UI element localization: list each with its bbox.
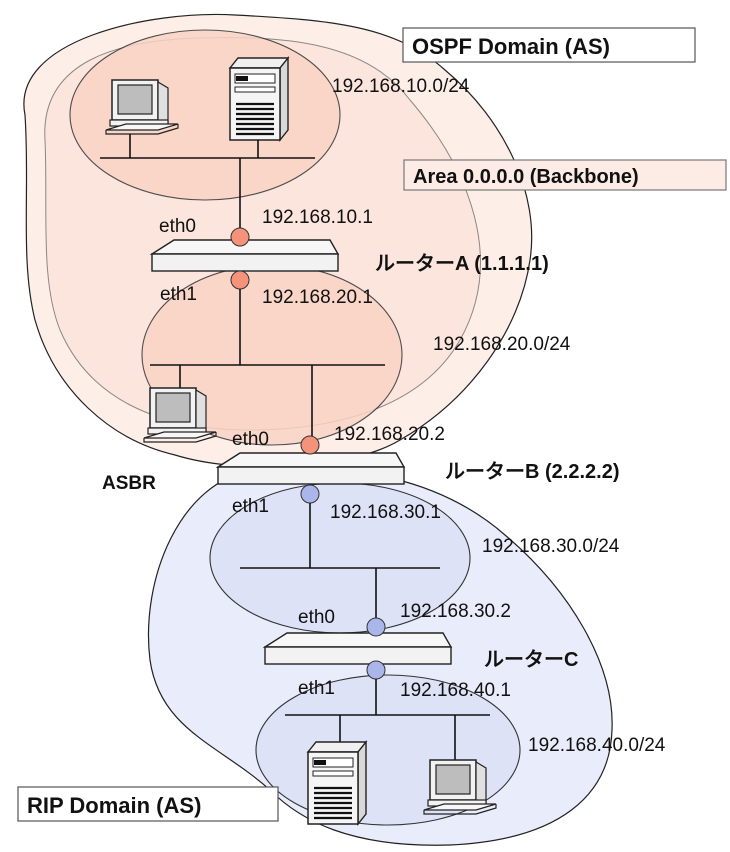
router-a-eth0-ip: 192.168.10.1	[262, 207, 373, 228]
ospf-domain-box	[402, 27, 696, 63]
router-c-eth0-port	[366, 617, 386, 637]
area-backbone-box	[403, 159, 727, 191]
router-a-eth1-label: eth1	[160, 284, 197, 305]
router-b-name: ルーターB (2.2.2.2)	[445, 460, 619, 483]
subnet-192-168-10	[69, 29, 341, 201]
router-c-eth0-label: eth0	[298, 607, 335, 628]
ospf-domain-label: OSPF Domain (AS)	[412, 34, 610, 59]
area-backbone-label: Area 0.0.0.0 (Backbone)	[413, 166, 639, 188]
router-a-eth1-ip: 192.168.20.1	[262, 287, 373, 308]
server-net40	[306, 740, 368, 826]
pc-net20	[143, 387, 217, 443]
router-b-eth0-label: eth0	[232, 429, 269, 450]
router-b-eth1-label: eth1	[232, 496, 269, 517]
router-c-eth1-ip: 192.168.40.1	[400, 680, 511, 701]
pc-net10	[105, 79, 179, 135]
router-b-eth0-ip: 192.168.20.2	[334, 424, 445, 445]
router-c-eth1-port	[366, 660, 386, 680]
router-a-eth0-label: eth0	[159, 216, 196, 237]
router-b-eth1-ip: 192.168.30.1	[330, 502, 441, 523]
network-label-40: 192.168.40.0/24	[528, 735, 666, 756]
rip-domain-box	[17, 786, 279, 822]
router-a-eth0-port	[230, 227, 250, 247]
network-label-20: 192.168.20.0/24	[433, 334, 571, 355]
router-b-icon	[217, 452, 405, 485]
router-c-icon	[264, 632, 452, 665]
network-label-10: 192.168.10.0/24	[332, 76, 470, 97]
rip-domain-label: RIP Domain (AS)	[27, 793, 201, 818]
router-c-eth0-ip: 192.168.30.2	[400, 601, 511, 622]
router-a-eth1-port	[230, 270, 250, 290]
router-c-eth1-label: eth1	[298, 678, 335, 699]
server-net10	[228, 56, 290, 142]
router-a-name: ルーターA (1.1.1.1)	[375, 252, 549, 275]
network-label-30: 192.168.30.0/24	[482, 536, 620, 557]
router-b-eth1-port	[300, 484, 320, 504]
router-c-name: ルーターC	[484, 648, 578, 671]
router-b-eth0-port	[300, 435, 320, 455]
pc-net40	[423, 759, 497, 815]
asbr-label: ASBR	[102, 473, 156, 494]
